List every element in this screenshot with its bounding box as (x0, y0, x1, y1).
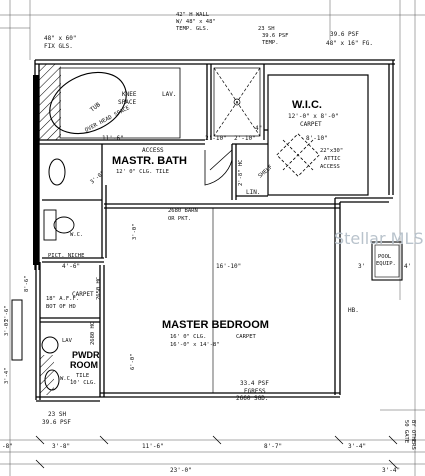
dim-side-1: 2'-8" HC (238, 160, 244, 187)
pwdr-label-1: PWDR (72, 350, 100, 360)
psf-top-1: 39.6 PSF (330, 31, 359, 38)
master-clg-1: 16' 0" CLG. (170, 334, 206, 340)
gate-2: BY OTHERS (410, 420, 416, 450)
master-clg-2: 16'-0" x 14'-8" (170, 342, 220, 348)
lav-top-label: LAV. (162, 91, 176, 98)
pwdr-tile: TILE (76, 373, 89, 379)
dim-bot-3: 11'-6" (142, 443, 164, 450)
dim-11-6: 11'-6" (102, 135, 124, 142)
wic-carpet: CARPET (300, 121, 322, 128)
dim-4b: 4' (404, 263, 411, 270)
shower-icon (213, 67, 261, 137)
egress-2: EGRESS (244, 388, 266, 395)
dim-3: 3' (358, 263, 365, 270)
pwdr-lav-icon (41, 336, 59, 354)
egress-1: 33.4 PSF (240, 380, 269, 387)
dim-bot-r: 3'-4" (382, 467, 400, 474)
tub-icon (49, 71, 127, 135)
carpet-left: CARPET (72, 291, 94, 298)
hb-label: HB. (348, 307, 359, 314)
gate-1: 50 GATE (403, 420, 409, 443)
hc-2650: 2650 HC (96, 277, 102, 300)
door-swing-bath-2 (209, 149, 233, 171)
dim-bot-5: 3'-4" (348, 443, 366, 450)
dim-8-10: 8'-10" (306, 135, 328, 142)
lav-icon (48, 158, 66, 186)
solid-wall-left (33, 75, 39, 265)
wall-note-2: W/ 48" x 48" (176, 19, 216, 25)
attic-3: ACCESS (320, 164, 340, 170)
shelf-label: SHELF (257, 164, 274, 179)
access-label: ACCESS (142, 147, 164, 154)
watermark: Stellar MLS (334, 229, 424, 248)
master-carpet: CARPET (236, 334, 257, 340)
wc-label: W.C. (70, 232, 83, 238)
sh-top-1: 23 SH (258, 26, 275, 32)
dim-2-10b: 2'-10" (234, 135, 256, 142)
pwdr-label-2: ROOM (70, 360, 98, 370)
tub-label: TUB (89, 101, 102, 113)
pool-equip-1: POOL (378, 254, 392, 260)
attic-access-icon (276, 133, 320, 177)
left-v1: 2'-6" (4, 305, 10, 322)
sh-bottom-2: 39.6 PSF (42, 419, 71, 426)
sh-top-2: 39.6 PSF (262, 33, 289, 39)
pwdr-clg: 10' CLG. (70, 380, 97, 386)
dim-bot-1: -8" (2, 443, 13, 450)
barn-1: 2680 BARN (168, 208, 198, 214)
dim-8-6: 8'-6" (24, 275, 30, 292)
dim-16-10: 16'-10" (216, 263, 241, 270)
door-swing-bath (204, 150, 233, 186)
dim-total: 23'-0" (170, 467, 192, 474)
pict-niche: PICT. NICHE (48, 253, 84, 259)
pool-equip-2: EQUIP. (376, 261, 396, 267)
bath-clg: 12' 0" CLG. TILE (116, 169, 169, 175)
wall-note-3: TEMP. GLS. (176, 26, 209, 32)
wc-left: W.C. (60, 376, 73, 382)
wic-size: 12'-0" x 8'-0" (288, 113, 339, 120)
left-vert: 3'-0" (4, 319, 10, 336)
dim-side-2: 3'-0" (89, 170, 106, 185)
master-bedroom-label: MASTER BEDROOM (162, 319, 269, 331)
lin-label: LIN. (246, 189, 260, 196)
sh-bottom-1: 23 SH (48, 411, 66, 418)
aff-1: 18" A.F.F. (46, 296, 79, 302)
mastr-bath-label: MASTR. BATH (112, 155, 187, 167)
barn-2: OR PKT. (168, 216, 191, 222)
dim-bot-2: 3'-8" (52, 443, 70, 450)
egress-3: 2660 SGD. (236, 395, 269, 402)
lav-left: LAV (62, 338, 73, 344)
dim-6-0: 6'-0" (130, 353, 136, 370)
sh-top-3: TEMP. (262, 40, 279, 46)
pool-equip-box (371, 241, 403, 281)
tub-deck (59, 67, 181, 139)
knee-label-2: SPACE (118, 99, 136, 106)
aff-2: BOT OF HD (46, 304, 76, 310)
attic-1: 22"x30" (320, 148, 343, 154)
dim-2-10: 2'-10" (205, 135, 227, 142)
attic-2: ATTIC (324, 156, 341, 162)
wic-label: W.I.C. (292, 99, 322, 111)
wall-hatch-low (40, 355, 54, 395)
solid-wall-left-low (11, 299, 23, 361)
knee-space-hatch (39, 64, 61, 140)
dim-4-6: 4'-6" (62, 263, 80, 270)
knee-label-1: KNEE (122, 91, 137, 98)
window-nw-type: FIX GLS. (44, 43, 73, 50)
toilet-icon (43, 209, 75, 241)
hc-vert: 3'-0" (132, 223, 138, 240)
psf-top-2: 48" x 16" FG. (326, 40, 373, 47)
window-nw-label: 48" x 60" (44, 35, 77, 42)
left-v2: 3'-4" (4, 367, 10, 384)
wall-note-1: 42" H WALL (176, 12, 210, 18)
dimension-ticks (35, 435, 398, 469)
pwdr-toilet-icon (44, 369, 60, 391)
dim-4: 4" (255, 125, 262, 132)
hc-2680: 2680 HC (90, 322, 96, 345)
dim-bot-4: 8'-7" (264, 443, 282, 450)
